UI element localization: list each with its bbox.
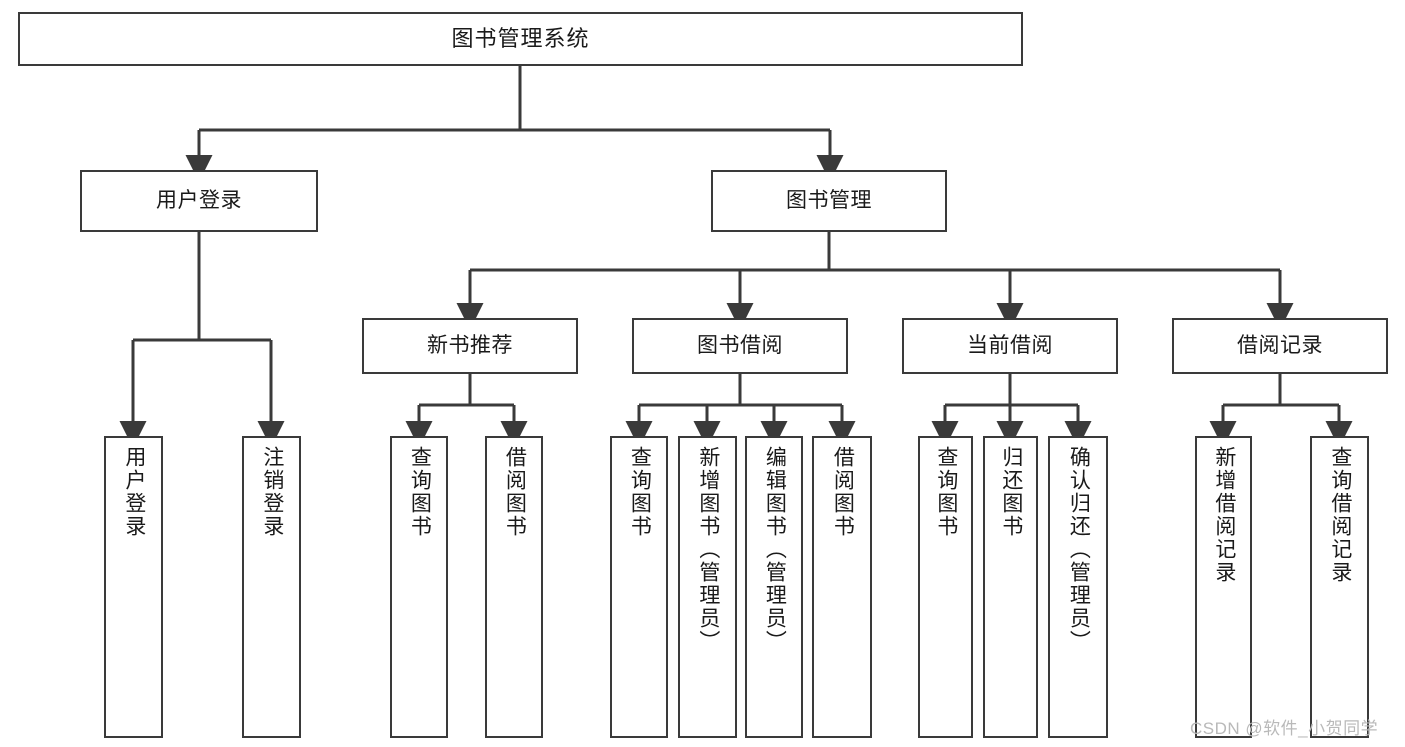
node-leaf-user-login-label: 用户登录 xyxy=(122,446,146,538)
node-leaf-borrow-book-2[interactable]: 借阅图书 xyxy=(812,436,872,738)
node-new-book-recommend-label: 新书推荐 xyxy=(427,333,513,357)
node-leaf-query-book-1-label: 查询图书 xyxy=(408,446,432,538)
node-root[interactable]: 图书管理系统 xyxy=(18,12,1023,66)
node-user-login-label: 用户登录 xyxy=(156,188,242,212)
node-leaf-confirm-return[interactable]: 确认归还（管理员） xyxy=(1048,436,1108,738)
node-leaf-query-record[interactable]: 查询借阅记录 xyxy=(1310,436,1369,738)
node-leaf-add-record[interactable]: 新增借阅记录 xyxy=(1195,436,1252,738)
node-root-label: 图书管理系统 xyxy=(451,26,590,52)
node-leaf-borrow-book-1-label: 借阅图书 xyxy=(503,446,527,538)
node-leaf-borrow-book-1[interactable]: 借阅图书 xyxy=(485,436,543,738)
node-leaf-query-book-1[interactable]: 查询图书 xyxy=(390,436,448,738)
node-leaf-query-record-label: 查询借阅记录 xyxy=(1328,446,1352,584)
node-leaf-query-book-2-label: 查询图书 xyxy=(628,446,652,538)
node-leaf-add-book-label: 新增图书（管理员） xyxy=(696,446,720,653)
node-leaf-borrow-book-2-label: 借阅图书 xyxy=(831,446,855,538)
node-leaf-add-book[interactable]: 新增图书（管理员） xyxy=(678,436,737,738)
node-leaf-edit-book[interactable]: 编辑图书（管理员） xyxy=(745,436,803,738)
node-leaf-query-book-3-label: 查询图书 xyxy=(934,446,958,538)
watermark-text: CSDN @软件_小贺同学 xyxy=(1190,719,1379,738)
node-leaf-confirm-return-label: 确认归还（管理员） xyxy=(1067,446,1091,653)
node-leaf-query-book-2[interactable]: 查询图书 xyxy=(610,436,668,738)
node-current-borrow[interactable]: 当前借阅 xyxy=(902,318,1118,374)
node-new-book-recommend[interactable]: 新书推荐 xyxy=(362,318,578,374)
node-book-borrow-label: 图书借阅 xyxy=(697,333,783,357)
node-leaf-edit-book-label: 编辑图书（管理员） xyxy=(763,446,787,653)
node-book-borrow[interactable]: 图书借阅 xyxy=(632,318,848,374)
node-book-management[interactable]: 图书管理 xyxy=(711,170,947,232)
node-leaf-query-book-3[interactable]: 查询图书 xyxy=(918,436,973,738)
node-leaf-add-record-label: 新增借阅记录 xyxy=(1212,446,1236,584)
node-leaf-return-book[interactable]: 归还图书 xyxy=(983,436,1038,738)
node-leaf-logout-label: 注销登录 xyxy=(260,446,284,538)
node-user-login[interactable]: 用户登录 xyxy=(80,170,318,232)
node-leaf-return-book-label: 归还图书 xyxy=(999,446,1023,538)
node-borrow-record-label: 借阅记录 xyxy=(1237,333,1323,357)
node-borrow-record[interactable]: 借阅记录 xyxy=(1172,318,1388,374)
node-leaf-user-login[interactable]: 用户登录 xyxy=(104,436,163,738)
node-current-borrow-label: 当前借阅 xyxy=(967,333,1053,357)
node-leaf-logout[interactable]: 注销登录 xyxy=(242,436,301,738)
node-book-management-label: 图书管理 xyxy=(786,188,872,212)
